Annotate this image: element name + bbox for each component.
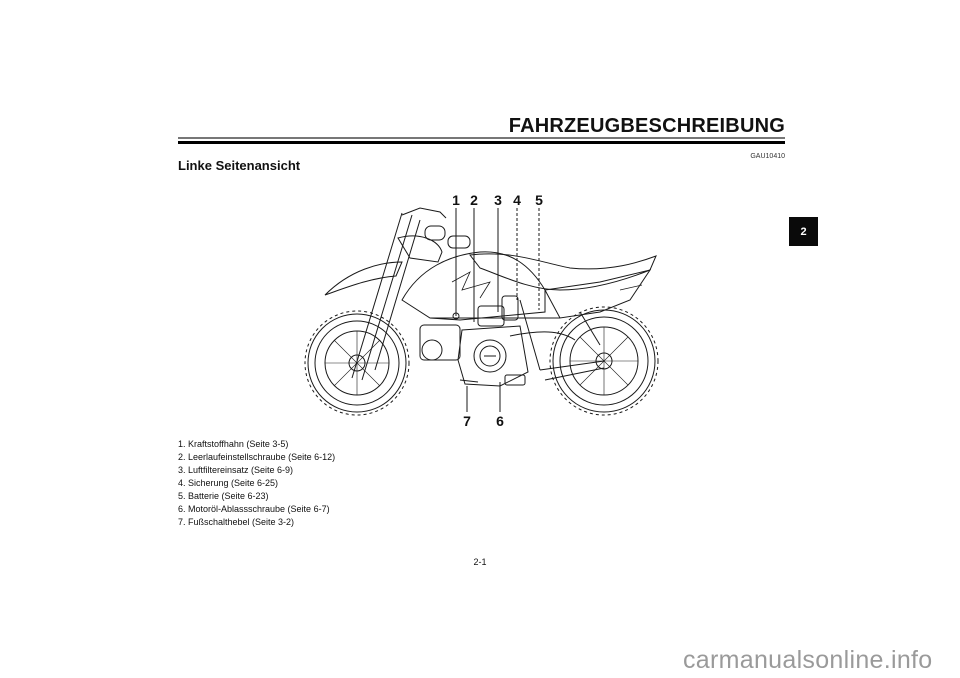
motorcycle-illustration: [304, 207, 659, 416]
callout-3: 3: [494, 192, 502, 208]
legend-item: 4. Sicherung (Seite 6-25): [178, 478, 279, 488]
page-number: 2-1: [473, 557, 487, 567]
legend-item: 2. Leerlaufeinstellschraube (Seite 6-12): [178, 452, 336, 462]
watermark: carmanualsonline.info: [683, 646, 933, 674]
legend-list: 1. Kraftstoffhahn (Seite 3-5) 2. Leerlau…: [178, 438, 335, 529]
legend-item: 7. Fußschalthebel (Seite 3-2): [178, 517, 295, 527]
header-rule-thick: [178, 141, 785, 144]
chapter-tab-number: 2: [800, 225, 807, 238]
chapter-tab: 2: [789, 217, 818, 246]
callout-4: 4: [513, 192, 521, 208]
callout-7: 7: [463, 413, 471, 429]
callout-6: 6: [496, 413, 504, 429]
legend-item: 5. Batterie (Seite 6-23): [178, 491, 269, 501]
callout-1: 1: [452, 192, 460, 208]
reference-code: GAU10410: [750, 153, 785, 160]
callout-5: 5: [535, 192, 543, 208]
legend-item: 3. Luftfiltereinsatz (Seite 6-9): [178, 465, 294, 475]
subheading: Linke Seitenansicht: [178, 158, 301, 173]
callout-2: 2: [470, 192, 478, 208]
section-title: FAHRZEUGBESCHREIBUNG: [508, 115, 785, 137]
header-rule-thin: [178, 137, 785, 139]
legend-item: 1. Kraftstoffhahn (Seite 3-5): [178, 439, 289, 449]
legend-item: 6. Motoröl-Ablassschraube (Seite 6-7): [178, 504, 330, 514]
